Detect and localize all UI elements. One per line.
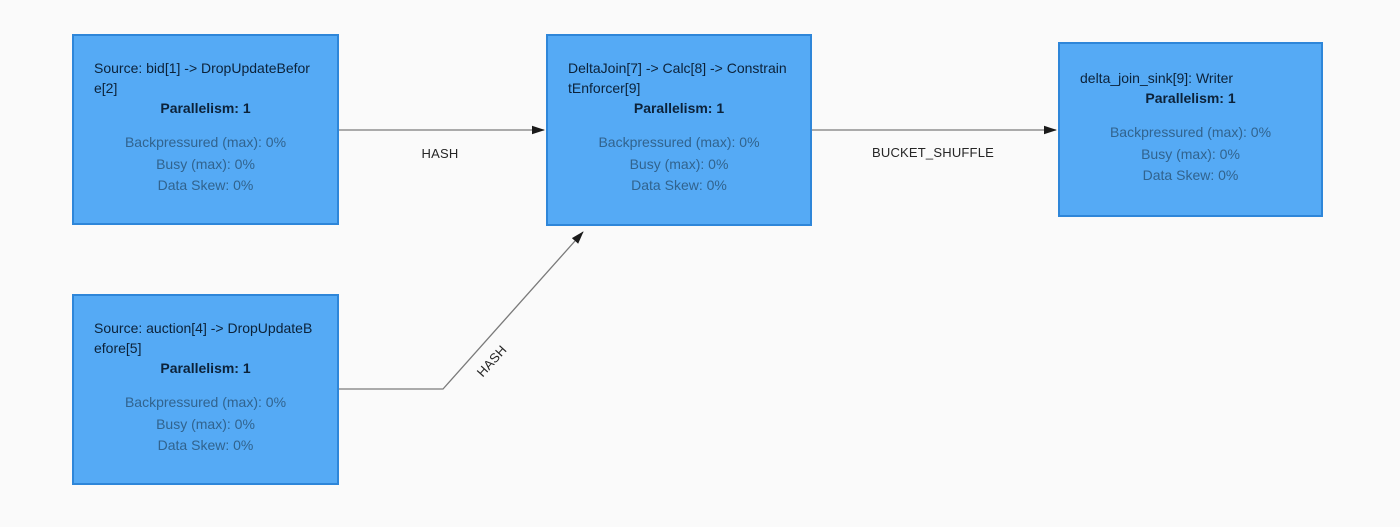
stat-busy: Busy (max): 0% [629,155,729,172]
job-node-source-bid[interactable]: Source: bid[1] -> DropUpdateBefore[2] Pa… [72,34,339,225]
edge-auction-to-deltajoin [339,231,584,390]
node-parallelism: Parallelism: 1 [633,100,725,116]
stat-backpressured: Backpressured (max): 0% [1109,124,1272,140]
node-title: Source: auction[4] -> DropUpdateBefore[5… [94,320,313,356]
job-node-delta-join-sink[interactable]: delta_join_sink[9]: Writer Parallelism: … [1058,42,1323,217]
node-stats: Backpressured (max): 0% Busy (max): 0% D… [1080,122,1301,187]
node-title: Source: bid[1] -> DropUpdateBefore[2] [94,60,310,96]
edge-label-bucket-shuffle: BUCKET_SHUFFLE [872,145,994,160]
stat-busy: Busy (max): 0% [156,155,255,172]
stat-backpressured: Backpressured (max): 0% [124,394,287,410]
stat-backpressured: Backpressured (max): 0% [124,134,287,150]
stat-backpressured: Backpressured (max): 0% [598,134,760,150]
stat-data-skew: Data Skew: 0% [157,177,254,193]
node-parallelism: Parallelism: 1 [1145,90,1236,106]
stat-data-skew: Data Skew: 0% [631,177,727,193]
job-node-delta-join[interactable]: DeltaJoin[7] -> Calc[8] -> ConstraintEnf… [546,34,812,226]
stat-busy: Busy (max): 0% [156,415,255,432]
node-title: delta_join_sink[9]: Writer [1080,70,1234,86]
node-stats: Backpressured (max): 0% Busy (max): 0% D… [568,132,790,197]
stat-busy: Busy (max): 0% [1141,145,1240,162]
stat-data-skew: Data Skew: 0% [157,437,254,453]
job-node-source-auction[interactable]: Source: auction[4] -> DropUpdateBefore[5… [72,294,339,485]
edge-label-hash-diagonal: HASH [474,342,510,379]
stat-data-skew: Data Skew: 0% [1142,167,1239,183]
node-parallelism: Parallelism: 1 [160,100,251,116]
node-stats: Backpressured (max): 0% Busy (max): 0% D… [94,392,317,457]
node-stats: Backpressured (max): 0% Busy (max): 0% D… [94,132,317,197]
node-title: DeltaJoin[7] -> Calc[8] -> ConstraintEnf… [568,60,787,96]
node-parallelism: Parallelism: 1 [160,360,251,376]
edge-label-hash-top: HASH [422,146,459,161]
